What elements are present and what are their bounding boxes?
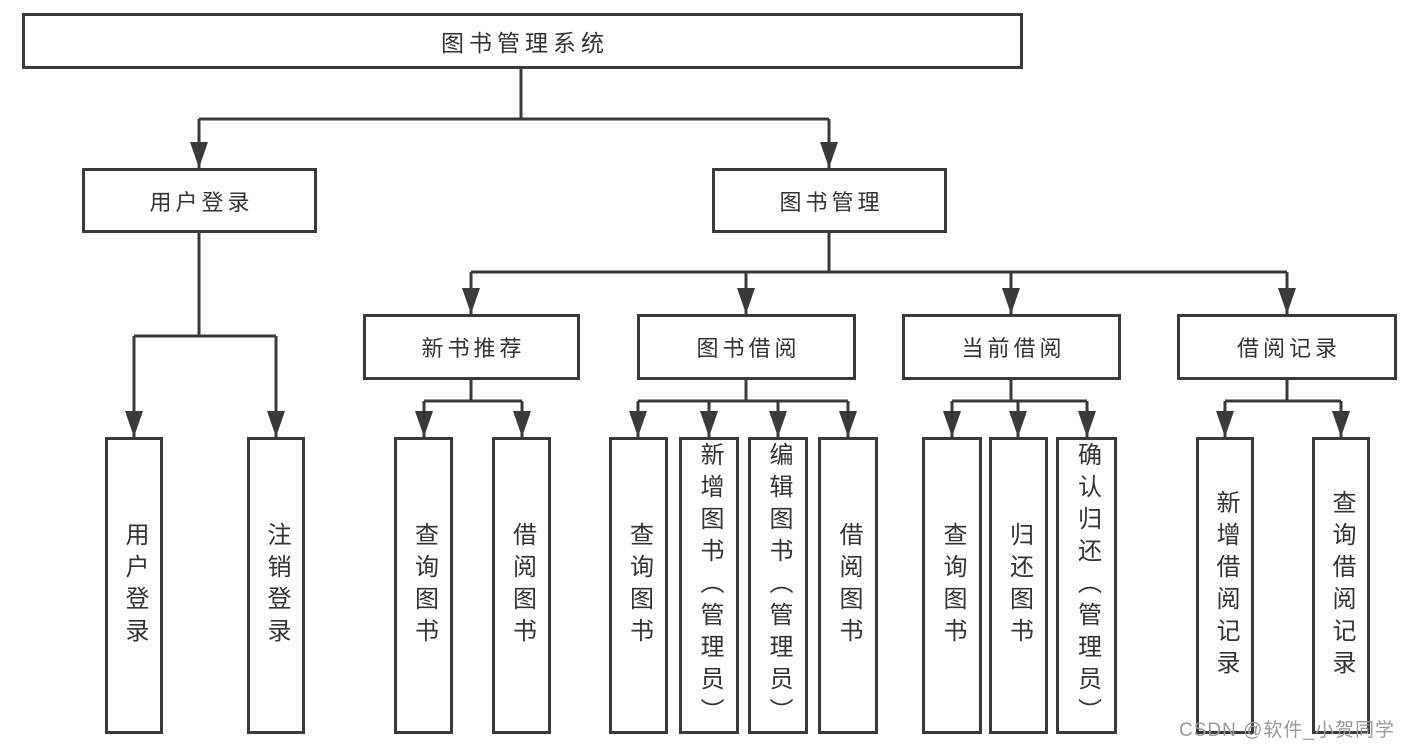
- arrowhead: [769, 411, 787, 437]
- connector-root-to-level2: [197, 69, 831, 168]
- leaf-borrow-books-borrowing: 借阅图书: [818, 437, 878, 734]
- arrowhead: [1278, 288, 1296, 314]
- arrowhead: [125, 411, 143, 437]
- connector-user-login-to-leaves: [132, 233, 278, 437]
- arrowhead: [267, 411, 285, 437]
- watermark: CSDN @软件_小贺同学: [1179, 720, 1395, 741]
- arrowhead: [415, 411, 433, 437]
- arrowhead: [1002, 288, 1020, 314]
- leaf-borrow-books-recommend: 借阅图书: [492, 437, 551, 734]
- node-root-system: 图书管理系统: [22, 13, 1023, 69]
- arrowhead: [1078, 411, 1096, 437]
- arrowhead: [839, 411, 857, 437]
- connector-book-management-to-level3: [469, 233, 1289, 314]
- arrowhead: [1009, 411, 1027, 437]
- leaf-return-books: 归还图书: [989, 437, 1048, 734]
- arrowhead: [1332, 411, 1350, 437]
- arrowhead: [629, 411, 647, 437]
- arrowhead: [190, 142, 208, 168]
- leaf-edit-books-admin: 编辑图书（管理员）: [748, 437, 808, 734]
- connector-book-borrowing-to-leaves: [636, 380, 850, 437]
- connector-new-book-recommend-to-leaves: [422, 380, 524, 437]
- leaf-confirm-return-admin: 确认归还（管理员）: [1056, 437, 1117, 734]
- node-borrowing-records: 借阅记录: [1177, 314, 1397, 380]
- arrowhead: [820, 142, 838, 168]
- arrowhead: [943, 411, 961, 437]
- node-new-book-recommend: 新书推荐: [363, 314, 580, 380]
- arrowhead: [462, 288, 480, 314]
- arrowhead: [1216, 411, 1234, 437]
- arrowhead: [513, 411, 531, 437]
- node-book-management: 图书管理: [712, 168, 947, 233]
- arrowhead: [700, 411, 718, 437]
- leaf-user-login: 用户登录: [105, 437, 163, 734]
- leaf-add-books-admin: 新增图书（管理员）: [679, 437, 739, 734]
- node-book-borrowing: 图书借阅: [637, 314, 856, 380]
- arrowhead: [737, 288, 755, 314]
- node-user-login: 用户登录: [82, 168, 317, 233]
- leaf-add-borrow-record: 新增借阅记录: [1196, 437, 1254, 734]
- leaf-query-books-borrowing: 查询图书: [609, 437, 668, 734]
- leaf-logout: 注销登录: [247, 437, 305, 734]
- leaf-query-borrow-record: 查询借阅记录: [1312, 437, 1370, 734]
- node-current-borrowing: 当前借阅: [902, 314, 1121, 380]
- connector-borrowing-records-to-leaves: [1223, 380, 1343, 437]
- leaf-query-books-current: 查询图书: [922, 437, 982, 734]
- leaf-query-books-recommend: 查询图书: [394, 437, 453, 734]
